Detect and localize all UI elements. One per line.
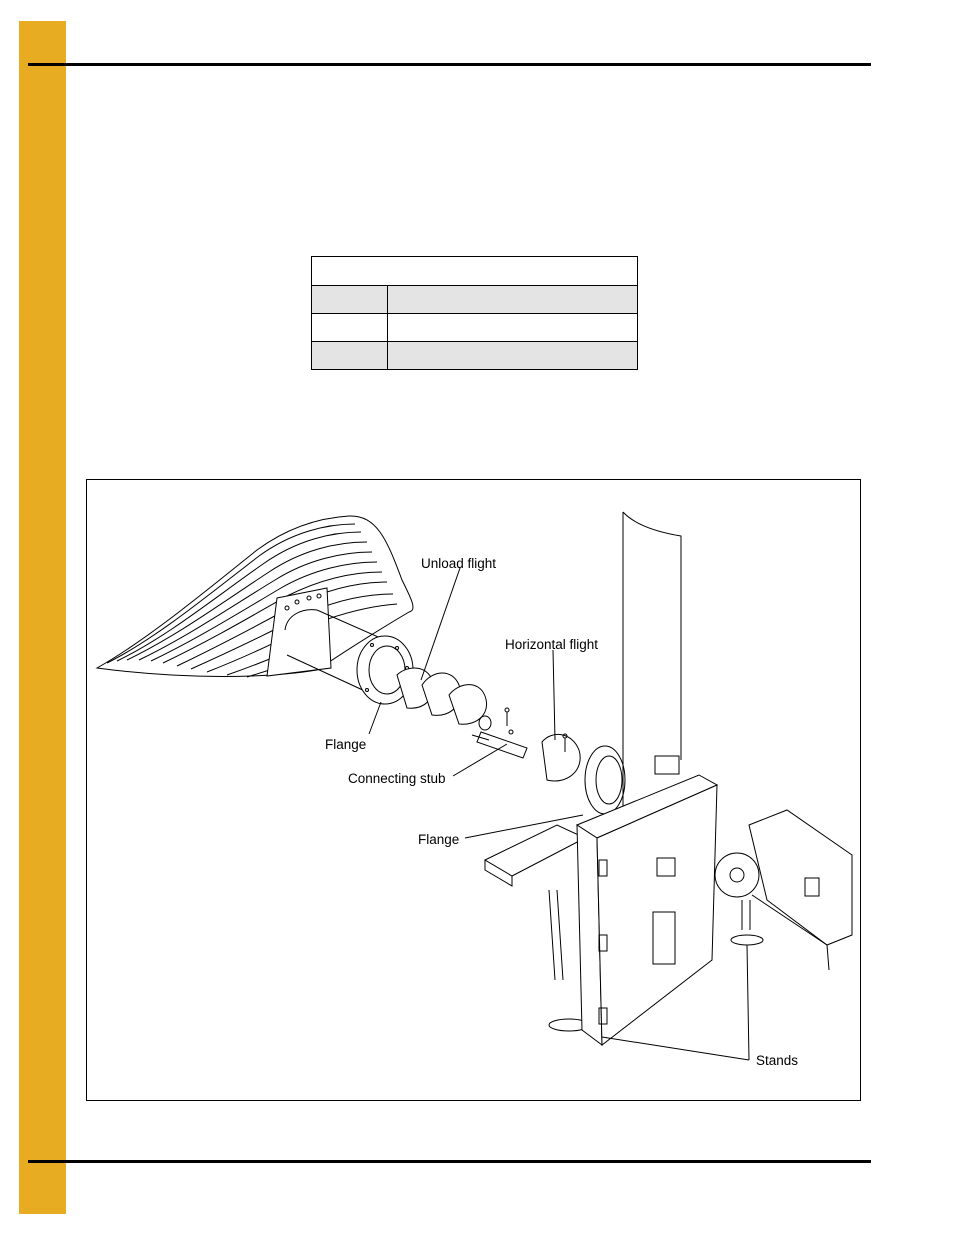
unload-flight-label: Unload flight	[421, 556, 497, 571]
side-accent-bar	[19, 21, 66, 1214]
table-cell	[387, 285, 638, 314]
bin-wall	[95, 515, 414, 678]
flange-left-label: Flange	[325, 737, 367, 752]
table-row	[311, 341, 638, 370]
horizontal-flight	[541, 734, 581, 782]
table-cell	[387, 341, 638, 370]
horizontal-flight-leader	[552, 649, 556, 741]
stands-leader-right	[746, 944, 750, 1061]
assembly-figure: Unload flight Horizontal flight Flange C…	[86, 479, 861, 1101]
table-header-cell	[311, 256, 638, 286]
connecting-stub-label: Connecting stub	[348, 771, 446, 786]
drive-sprocket	[714, 852, 760, 898]
vertical-tube	[622, 511, 682, 760]
assembly-illustration	[95, 511, 853, 1061]
header-rule	[28, 63, 871, 66]
connecting-stub	[476, 731, 528, 759]
table-row	[311, 313, 638, 342]
spec-table	[311, 256, 638, 370]
flange-left-leader	[368, 701, 382, 735]
table-cell	[311, 341, 388, 370]
table-cell	[311, 313, 388, 342]
unload-flight-leader	[420, 567, 461, 681]
stands-leader-left	[601, 1036, 750, 1061]
table-cell	[311, 285, 388, 314]
unload-tube	[284, 609, 386, 641]
left-stand	[548, 889, 556, 981]
connecting-stub-leader	[452, 743, 508, 777]
flange-right-label: Flange	[418, 832, 460, 847]
table-row	[311, 285, 638, 314]
table-header-row	[311, 256, 638, 286]
hopper-plate	[483, 824, 587, 877]
footer-rule	[28, 1160, 871, 1163]
right-flange	[584, 745, 626, 815]
table-cell	[387, 313, 638, 342]
flange-right-leader	[464, 814, 584, 839]
stands-label: Stands	[756, 1053, 799, 1068]
horizontal-flight-label: Horizontal flight	[505, 637, 599, 652]
motor-mount	[748, 809, 853, 946]
